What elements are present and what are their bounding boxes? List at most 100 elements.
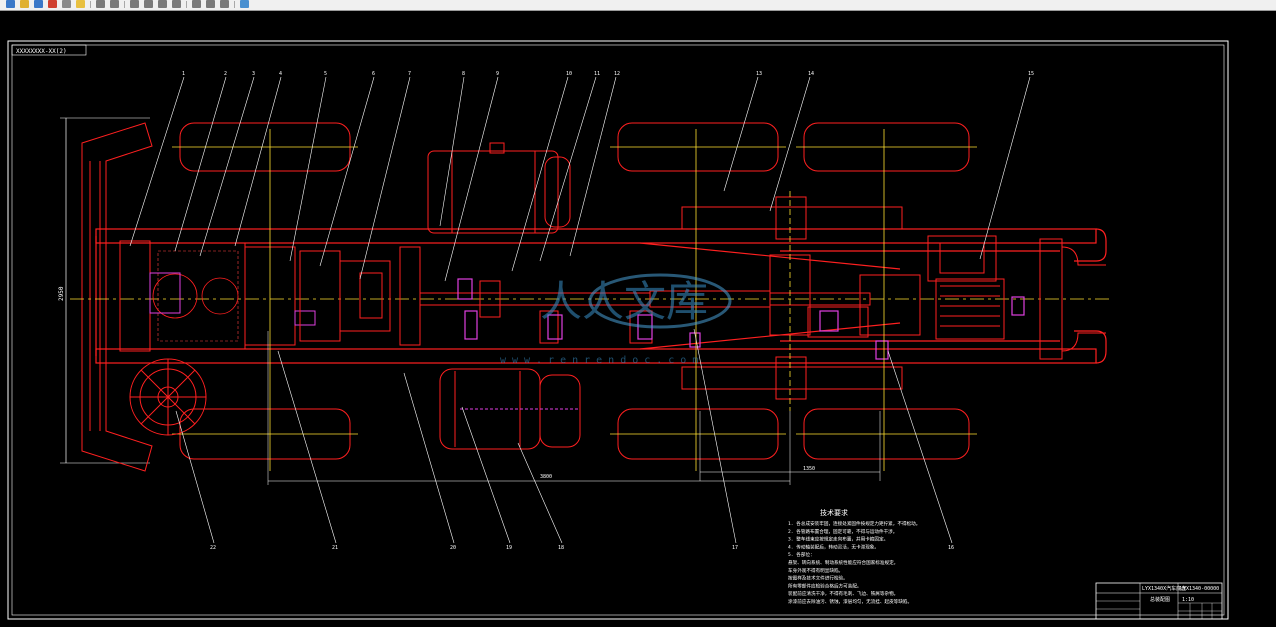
overall-dimension-text: 2950: [58, 286, 65, 301]
watermark-cn: 人人文库: [540, 277, 708, 326]
note-line: 所有零部件应检验合格后方可装配。: [788, 582, 862, 589]
pan-icon[interactable]: [130, 0, 139, 8]
callout-label: 21: [332, 545, 338, 551]
note-line: 车身外观不得有明显缺陷。: [788, 567, 843, 574]
callout-label: 6: [372, 71, 375, 77]
new-file-icon[interactable]: [6, 0, 15, 8]
overall-dimension: 2950: [58, 117, 150, 464]
tool-palette-icon[interactable]: [220, 0, 229, 8]
wheel-group: [172, 122, 977, 460]
help-icon[interactable]: [240, 0, 249, 8]
callout-label: 9: [496, 71, 499, 77]
wheelbase-dimension: 3800 1350: [267, 331, 881, 485]
cad-toolbar: [0, 0, 1276, 11]
engine-assembly: [119, 240, 316, 352]
leader-line: [769, 76, 811, 212]
properties-icon[interactable]: [192, 0, 201, 8]
callout-label: 7: [408, 71, 411, 77]
technical-notes: 技术要求 1. 各总成安装牢固，连接处紧固件按规定力矩拧紧，不得松动。2. 各管…: [788, 508, 920, 605]
leader-line: [723, 76, 759, 192]
callout-label: 14: [808, 71, 814, 77]
redo-icon[interactable]: [110, 0, 119, 8]
gearbox-assembly: [299, 246, 421, 346]
note-line: 1. 各总成安装牢固，连接处紧固件按规定力矩拧紧，不得松动。: [788, 520, 920, 527]
leader-line: [517, 442, 563, 544]
leader-line: [887, 350, 953, 544]
note-line: 涂漆前应去除油污、锈蚀，漆层均匀，无流挂、起皮等缺陷。: [788, 598, 912, 605]
front-bumper: [81, 122, 153, 472]
title-drawing-name: LYX1340X汽车底盘: [1142, 585, 1186, 592]
callout-label: 16: [948, 545, 954, 551]
callout-label: 13: [756, 71, 762, 77]
leader-line: [359, 76, 411, 280]
inner-border: [11, 44, 1225, 616]
note-line: 2. 各管路布置合理，固定可靠，不得与运动件干涉。: [788, 528, 897, 535]
callout-label: 20: [450, 545, 456, 551]
outer-border: [7, 40, 1229, 620]
design-center-icon[interactable]: [206, 0, 215, 8]
chassis-assembly-drawing: XXXXXXXX-XX(2) 2950: [7, 40, 1229, 620]
leader-line: [129, 76, 185, 247]
publish-icon[interactable]: [76, 0, 85, 8]
note-line: 装配前应清洗干净，不得有毛刺、飞边、铁屑等杂物。: [788, 590, 898, 597]
leader-line: [444, 76, 499, 282]
zoom-previous-icon[interactable]: [172, 0, 181, 8]
watermark: 人人文库 www.renrendoc.com: [500, 273, 732, 366]
leader-line: [199, 76, 255, 257]
open-folder-icon[interactable]: [20, 0, 29, 8]
callout-label: 22: [210, 545, 216, 551]
spare-wheel: [129, 358, 207, 436]
leader-line: [979, 76, 1031, 260]
callout-label: 11: [594, 71, 600, 77]
title-sheet-label: 总装配图: [1150, 596, 1170, 603]
preview-icon[interactable]: [62, 0, 71, 8]
watermark-latin: www.renrendoc.com: [500, 355, 704, 366]
notes-title: 技术要求: [820, 508, 848, 517]
rear-axle-front: [681, 196, 903, 400]
note-line: 悬架、转向系统、制动系统性能应符合国家标准规定。: [788, 559, 898, 566]
leader-line: [174, 76, 227, 252]
title-drawing-code: LYX1340-00000: [1180, 586, 1219, 592]
title-scale: 1:10: [1182, 597, 1194, 603]
leader-line: [439, 76, 465, 227]
callout-label: 19: [506, 545, 512, 551]
callout-label: 10: [566, 71, 572, 77]
callout-label: 1: [182, 71, 185, 77]
drawing-code-text: XXXXXXXX-XX(2): [16, 48, 67, 55]
toolbar-separator: [234, 1, 235, 8]
drawing-canvas[interactable]: XXXXXXXX-XX(2) 2950: [0, 11, 1276, 623]
leader-line: [234, 76, 282, 247]
air-tank: [439, 368, 581, 450]
callout-label: 4: [279, 71, 282, 77]
leader-line: [175, 410, 215, 544]
leader-line: [403, 372, 455, 544]
note-line: 按图样及技术文件进行检验。: [788, 575, 848, 582]
leader-line: [511, 76, 569, 272]
callout-label: 15: [1028, 71, 1034, 77]
zoom-icon[interactable]: [144, 0, 153, 8]
rear-axle-dim-text: 1350: [803, 466, 815, 472]
rear-winch: [927, 235, 1106, 360]
leader-line: [319, 76, 375, 267]
note-line: 4. 传动轴装配后，转动灵活，无卡滞现象。: [788, 543, 879, 550]
callout-label: 18: [558, 545, 564, 551]
drawing-code-box: [11, 44, 87, 56]
callout-label: 12: [614, 71, 620, 77]
zoom-window-icon[interactable]: [158, 0, 167, 8]
title-block: LYX1340X汽车底盘 总装配图 LYX1340-00000 1:10: [1095, 582, 1223, 620]
toolbar-separator: [186, 1, 187, 8]
undo-icon[interactable]: [96, 0, 105, 8]
print-icon[interactable]: [48, 0, 57, 8]
fuel-tank: [427, 142, 571, 234]
save-icon[interactable]: [34, 0, 43, 8]
toolbar-separator: [90, 1, 91, 8]
callout-label: 3: [252, 71, 255, 77]
leader-line: [461, 406, 511, 544]
center-marks: [269, 129, 885, 471]
note-line: 5. 各部位：: [788, 551, 815, 558]
leader-line: [693, 328, 737, 544]
leader-line: [539, 76, 597, 262]
callout-label: 17: [732, 545, 738, 551]
note-line: 3. 整车线束应按规定走向布置，并用卡箍固定。: [788, 536, 888, 543]
